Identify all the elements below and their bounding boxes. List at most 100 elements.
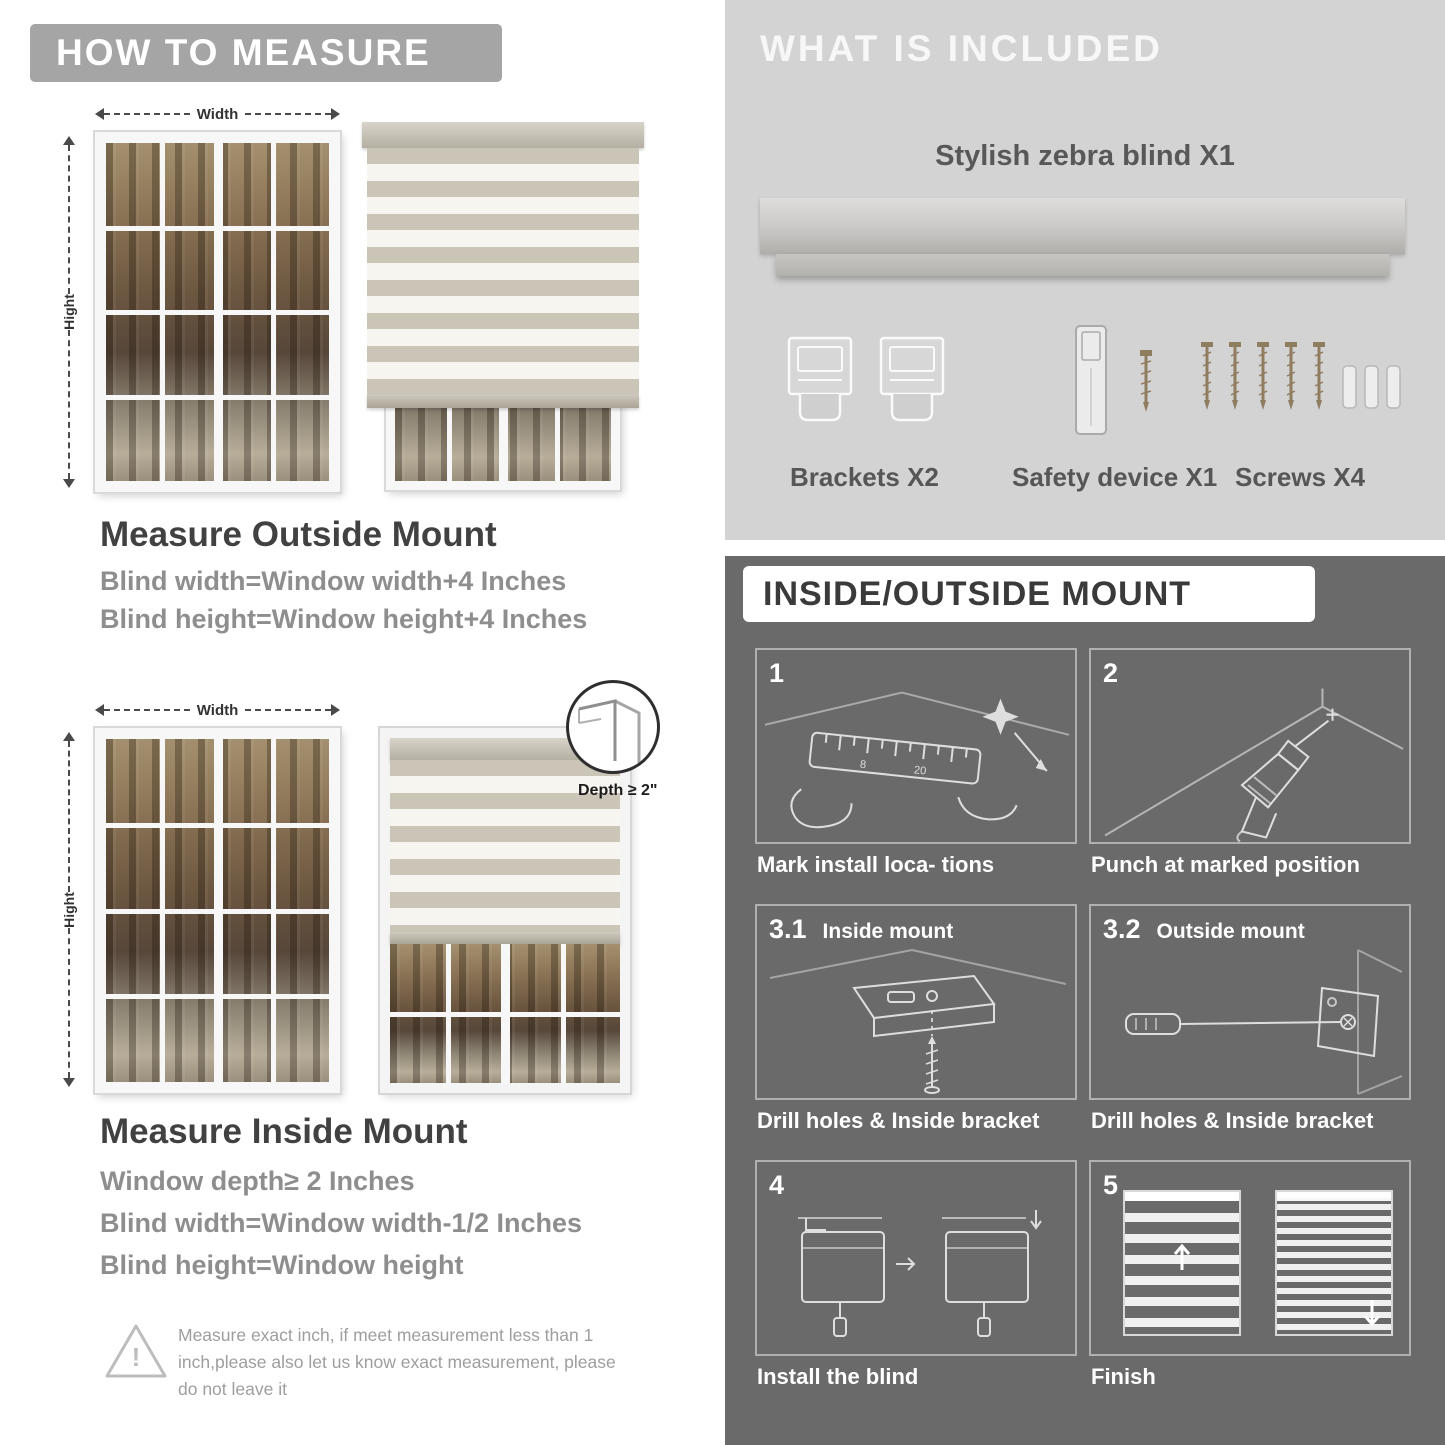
svg-text:20: 20 bbox=[913, 764, 926, 777]
window-muntin bbox=[106, 822, 329, 828]
safety-device-label: Safety device X1 bbox=[1012, 462, 1218, 492]
window-illustration-inside bbox=[95, 728, 340, 1093]
outside-bracket-illustration bbox=[1125, 949, 1403, 1095]
step-caption-1: Mark install loca- tions bbox=[757, 852, 995, 877]
what-is-included-header: WHAT IS INCLUDED bbox=[760, 28, 1163, 69]
arrow-down-icon bbox=[63, 1078, 75, 1087]
step-number: 5 bbox=[1103, 1170, 1119, 1200]
warning-triangle-icon: ! bbox=[105, 1324, 167, 1378]
mount-header-title: INSIDE/OUTSIDE MOUNT bbox=[763, 574, 1192, 613]
step-caption-5: Finish bbox=[1091, 1364, 1156, 1389]
arrow-right-icon bbox=[331, 704, 341, 716]
blind-headrail-illustration bbox=[760, 198, 1405, 254]
install-blind-illustration bbox=[798, 1210, 1042, 1337]
window-muntin bbox=[106, 394, 329, 400]
zebra-blind-outside-illustration bbox=[362, 122, 644, 490]
arrow-up-icon bbox=[63, 136, 75, 145]
depth-label: Depth ≥ 2" bbox=[578, 782, 658, 799]
step-title: Outside mount bbox=[1156, 920, 1305, 943]
zebra-blind-label: Stylish zebra blind X1 bbox=[935, 140, 1235, 172]
window-muntin bbox=[106, 908, 329, 914]
blind-bottom-rail bbox=[390, 932, 620, 944]
arrow-up-icon bbox=[63, 732, 75, 741]
blind-headrail-valance bbox=[776, 254, 1389, 276]
step-number: 1 bbox=[769, 658, 785, 688]
brackets-label: Brackets X2 bbox=[790, 462, 939, 492]
drill-illustration bbox=[1104, 688, 1404, 842]
step-number: 4 bbox=[769, 1170, 785, 1200]
arrow-left-icon bbox=[95, 704, 104, 716]
step-panel-3-1: 3.1 Inside mount bbox=[755, 904, 1077, 1100]
how-to-measure-title: HOW TO MEASURE bbox=[56, 32, 431, 73]
blind-bottom-rail bbox=[367, 394, 639, 408]
dashed-line bbox=[68, 145, 70, 294]
up-arrow-icon bbox=[1173, 1244, 1191, 1271]
step-panel-2: 2 bbox=[1089, 648, 1411, 844]
window-illustration-outside bbox=[95, 132, 340, 492]
width-arrow-outside: Width bbox=[95, 105, 341, 123]
step-number: 2 bbox=[1103, 658, 1119, 688]
arrow-right-icon bbox=[331, 108, 341, 120]
screws-label: Screws X4 bbox=[1235, 462, 1366, 492]
finish-illustration bbox=[1123, 1190, 1393, 1336]
step-caption-3-2: Drill holes & Inside bracket bbox=[1091, 1108, 1374, 1133]
mount-header-box: INSIDE/OUTSIDE MOUNT bbox=[743, 566, 1315, 622]
window-lower-section bbox=[390, 944, 620, 1083]
step-number: 3.2 bbox=[1103, 914, 1141, 944]
mark-location-illustration: 8 20 bbox=[764, 691, 1070, 829]
outside-mount-formula-height: Blind height=Window height+4 Inches bbox=[100, 604, 588, 634]
blind-fabric bbox=[390, 760, 620, 932]
inside-mount-formula-depth: Window depth≥ 2 Inches bbox=[100, 1166, 415, 1196]
svg-text:8: 8 bbox=[859, 759, 866, 772]
step-panel-1: 1 8 20 bbox=[755, 648, 1077, 844]
blind-cassette bbox=[362, 122, 644, 148]
dashed-line bbox=[68, 927, 70, 1078]
step-caption-3-1: Drill holes & Inside bracket bbox=[757, 1108, 1040, 1133]
measure-note: Measure exact inch, if meet measurement … bbox=[178, 1325, 616, 1400]
depth-detail-circle bbox=[566, 680, 660, 774]
step-panel-4: 4 bbox=[755, 1160, 1077, 1356]
step-caption-4: Install the blind bbox=[757, 1364, 919, 1389]
step-number: 3.1 bbox=[769, 914, 807, 944]
svg-text:!: ! bbox=[132, 1342, 141, 1372]
window-corner-detail-icon bbox=[578, 699, 641, 763]
width-arrow-inside: Width bbox=[95, 701, 341, 719]
arrow-left-icon bbox=[95, 108, 104, 120]
step-caption-2: Punch at marked position bbox=[1091, 852, 1360, 877]
width-label: Width bbox=[196, 701, 239, 719]
inside-mount-formula-width: Blind width=Window width-1/2 Inches bbox=[100, 1208, 583, 1238]
brackets-icon bbox=[787, 336, 945, 422]
window-muntin bbox=[106, 310, 329, 315]
how-to-measure-header: HOW TO MEASURE bbox=[30, 24, 502, 82]
dashed-line bbox=[245, 113, 332, 115]
width-label: Width bbox=[196, 105, 239, 123]
safety-device-icon bbox=[1075, 325, 1152, 435]
outside-mount-formula-width: Blind width=Window width+4 Inches bbox=[100, 566, 567, 596]
zebra-blind-inside-illustration bbox=[380, 728, 630, 1093]
window-muntin bbox=[106, 225, 329, 231]
step-panel-3-2: 3.2 Outside mount bbox=[1089, 904, 1411, 1100]
inside-bracket-illustration bbox=[769, 948, 1067, 1094]
window-muntin bbox=[390, 1011, 620, 1017]
dashed-line bbox=[104, 709, 190, 711]
down-arrow-icon bbox=[1363, 1300, 1381, 1327]
outside-mount-title: Measure Outside Mount bbox=[100, 515, 497, 554]
blind-cassette bbox=[390, 738, 620, 760]
arrow-down-icon bbox=[63, 479, 75, 488]
step-title: Inside mount bbox=[822, 920, 954, 943]
dashed-line bbox=[68, 330, 70, 479]
open-blind-illustration bbox=[1123, 1190, 1241, 1336]
blind-fabric bbox=[367, 148, 639, 394]
inside-mount-formula-height: Blind height=Window height bbox=[100, 1250, 464, 1280]
height-label: Hight bbox=[61, 891, 78, 928]
dashed-line bbox=[245, 709, 332, 711]
height-label: Hight bbox=[61, 294, 78, 330]
window-muntin bbox=[106, 994, 329, 1000]
height-arrow-inside: Hight bbox=[60, 732, 78, 1087]
closed-blind-illustration bbox=[1275, 1190, 1393, 1336]
screws-icon bbox=[1201, 342, 1401, 410]
height-arrow-outside: Hight bbox=[60, 136, 78, 488]
dashed-line bbox=[68, 741, 70, 892]
step-panel-5: 5 bbox=[1089, 1160, 1411, 1356]
